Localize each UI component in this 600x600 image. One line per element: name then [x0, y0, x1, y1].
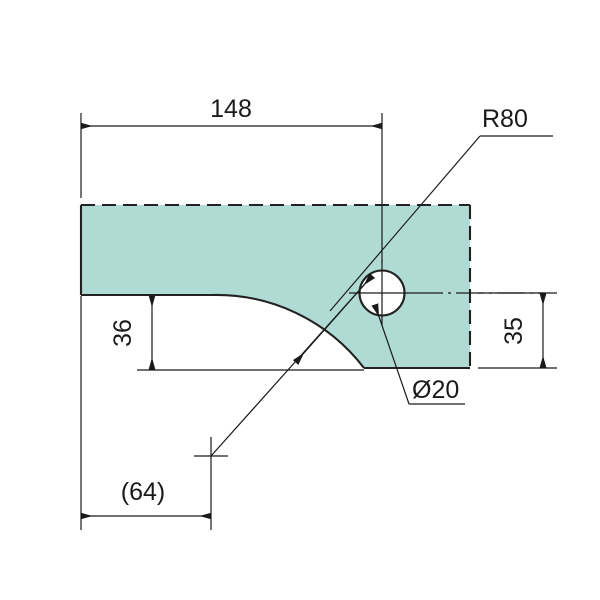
dim-label-36: 36: [109, 319, 137, 347]
dim-label-d20: Ø20: [412, 376, 459, 404]
fillet-arc-r80: [210, 293, 365, 369]
dim-label-148: 148: [210, 95, 252, 123]
dim-label-35: 35: [500, 317, 528, 345]
vertical-height-left: 36: [109, 295, 364, 371]
vertical-height-right: 35: [478, 292, 557, 369]
reference-arc-center-offset: (64): [80, 296, 212, 530]
hole-diameter-callout: Ø20: [371, 303, 465, 405]
leader-line-d20: [371, 303, 410, 405]
dim-label-r80: R80: [482, 105, 528, 133]
horizontal-overall-length: 148: [80, 95, 383, 262]
part-fill-region: [81, 205, 470, 368]
dim-line-r80-lower: [292, 275, 373, 365]
arc-radius-callout: R80: [329, 105, 553, 312]
radius-dimension-line-r80: [194, 273, 376, 476]
part-body-outline: [81, 205, 470, 368]
dim-label-64: (64): [121, 478, 165, 506]
leader-line-r80-diagonal: [329, 135, 481, 312]
